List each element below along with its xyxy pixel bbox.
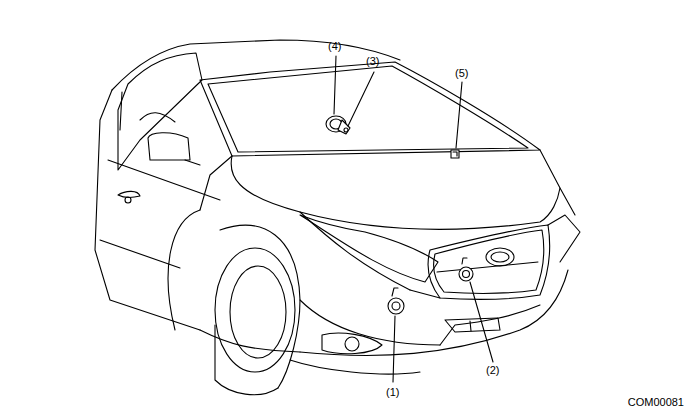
- callout-number: (1): [386, 386, 399, 399]
- callout-number: (2): [486, 364, 499, 377]
- callout-number: (3): [366, 55, 379, 68]
- callout-number: (4): [328, 40, 341, 53]
- callout-number: (5): [455, 67, 468, 80]
- figure-code: COM00081: [628, 396, 684, 409]
